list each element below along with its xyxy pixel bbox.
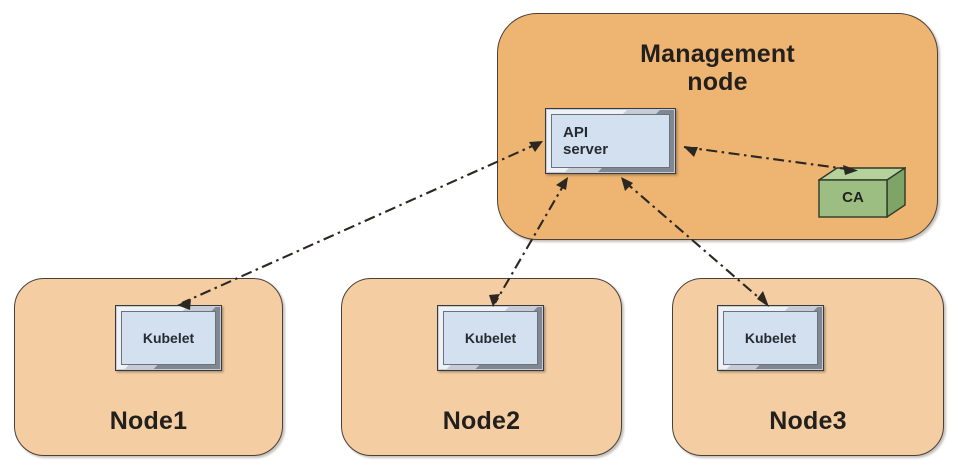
node1-label: Node1 <box>109 407 188 435</box>
node2-kubelet-label: Kubelet <box>443 311 538 365</box>
node2-label: Node2 <box>442 407 521 435</box>
node1-kubelet-label: Kubelet <box>121 311 216 365</box>
management-node-label: Management node <box>640 40 795 96</box>
node2-kubelet-box[interactable]: Kubelet <box>437 305 544 371</box>
node3-kubelet-box[interactable]: Kubelet <box>717 305 824 371</box>
ca-cuboid-icon <box>818 167 906 219</box>
node1-kubelet-box[interactable]: Kubelet <box>115 305 222 371</box>
api-server-label: API server <box>551 114 670 168</box>
ca-box[interactable]: CA <box>818 167 906 219</box>
node3-kubelet-label: Kubelet <box>723 311 818 365</box>
node3-label: Node3 <box>769 407 847 435</box>
api-server-box[interactable]: API server <box>545 108 676 174</box>
